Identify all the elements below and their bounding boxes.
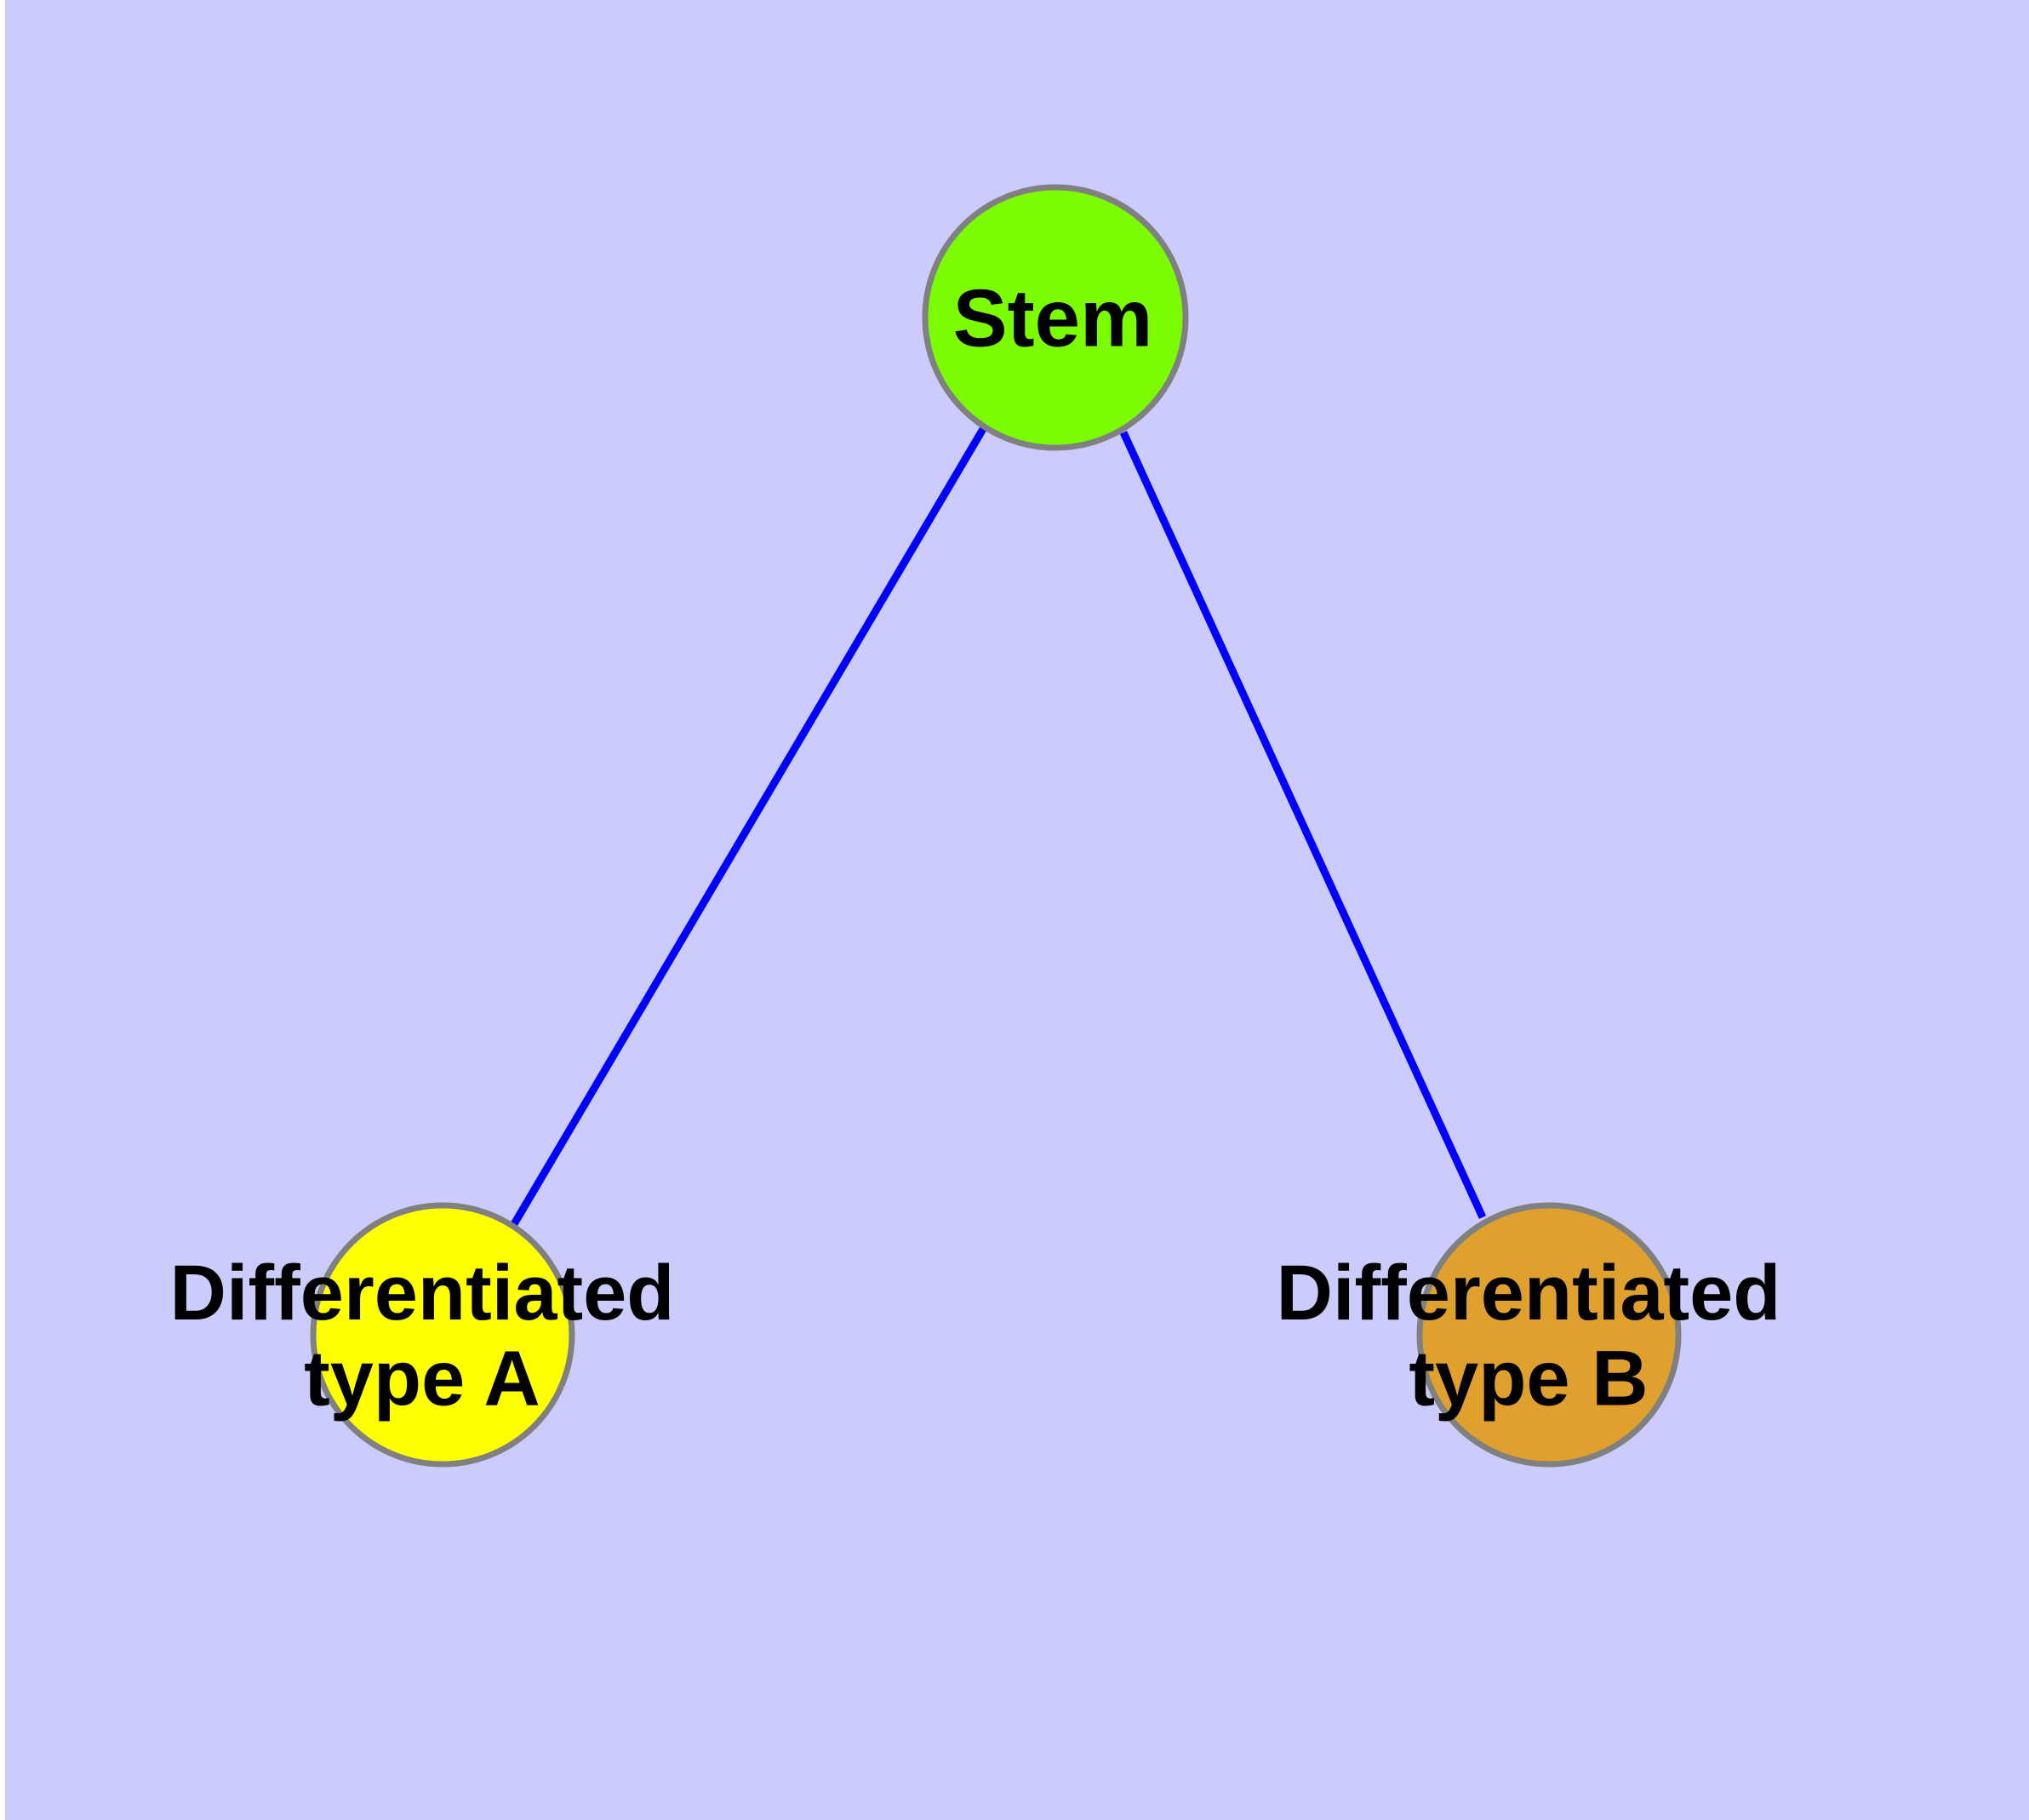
edge-stem-to-type-a[interactable] (511, 426, 986, 1227)
node-stem-circle[interactable] (922, 184, 1189, 451)
edge-stem-to-type-b[interactable] (1119, 431, 1487, 1219)
edge-layer (511, 426, 1487, 1227)
node-diff-type-b-circle[interactable] (1416, 1202, 1682, 1468)
label-line: Differentiated (1277, 1250, 1781, 1336)
node-diff-type-a[interactable] (310, 1202, 575, 1468)
node-stem[interactable] (922, 184, 1189, 451)
node-stem-label: Stem (953, 273, 1153, 364)
label-line: type B (1409, 1335, 1648, 1422)
node-diff-type-b[interactable] (1416, 1202, 1682, 1468)
node-layer (310, 184, 1682, 1468)
node-diff-type-a-circle[interactable] (310, 1202, 575, 1468)
label-line: type A (304, 1335, 540, 1422)
label-line: Differentiated (170, 1250, 675, 1336)
label-line: Stem (953, 273, 1153, 364)
